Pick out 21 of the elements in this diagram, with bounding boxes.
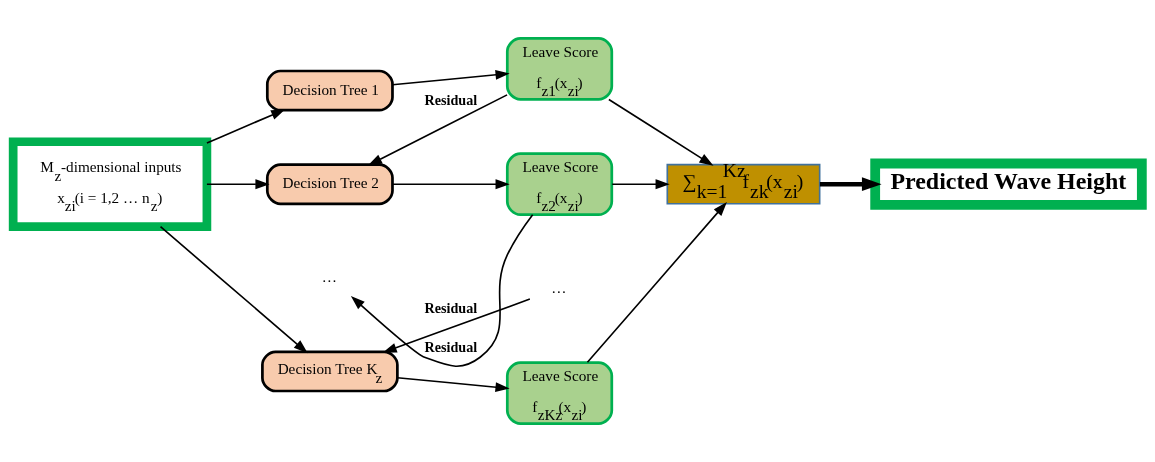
arrow	[819, 177, 882, 192]
node-text: …	[551, 278, 567, 296]
node-box: Decision Tree 2	[265, 163, 394, 206]
edge-label: Residual	[424, 92, 478, 109]
node-box: Predicted Wave Height	[870, 158, 1147, 210]
arrow	[611, 179, 670, 190]
arrow	[396, 376, 510, 393]
arrow	[206, 109, 286, 144]
arrow	[382, 298, 531, 353]
arrow	[391, 179, 510, 190]
edge-label: Residual	[424, 300, 478, 317]
arrow	[350, 213, 534, 368]
node-text: …	[321, 267, 337, 285]
arrow	[367, 94, 508, 166]
edge-label: Residual	[424, 339, 478, 356]
arrow	[391, 69, 510, 86]
arrow	[206, 179, 270, 190]
arrow	[586, 202, 727, 364]
node-box: Decision Tree 1	[265, 69, 394, 112]
arrow	[159, 225, 308, 354]
arrow	[608, 98, 714, 166]
